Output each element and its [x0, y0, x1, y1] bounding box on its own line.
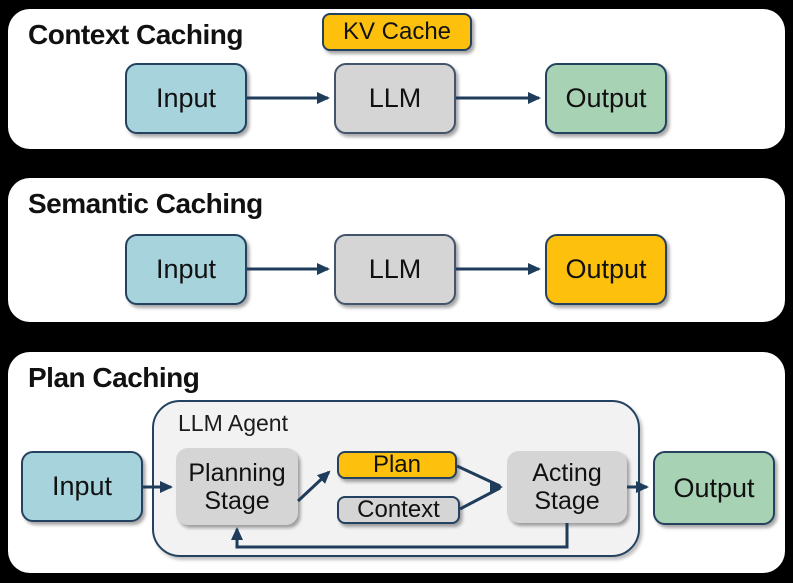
- context-node: Context: [337, 496, 460, 524]
- panel-title-plan-caching: Plan Caching: [28, 362, 200, 393]
- planning-stage-node: Planning Stage: [176, 448, 298, 525]
- acting-stage-node: Acting Stage: [507, 451, 627, 523]
- panel-plan-caching: Plan Caching LLM Agent Input Planning St…: [8, 352, 785, 573]
- output-node: Output: [653, 451, 775, 525]
- llm-agent-label: LLM Agent: [178, 410, 288, 436]
- input-node: Input: [125, 63, 247, 134]
- panel-title-context-caching: Context Caching: [28, 19, 243, 50]
- panel-semantic-caching: Semantic Caching Input LLM Output: [8, 178, 785, 322]
- output-node: Output: [545, 234, 667, 305]
- plan-node: Plan: [337, 451, 457, 479]
- output-node: Output: [545, 63, 667, 134]
- input-node: Input: [21, 451, 143, 522]
- llm-node: LLM: [334, 234, 456, 305]
- input-node: Input: [125, 234, 247, 305]
- panel-context-caching: Context Caching KV Cache Input LLM Outpu…: [8, 9, 785, 149]
- llm-node: LLM: [334, 63, 456, 134]
- panel-title-semantic-caching: Semantic Caching: [28, 188, 263, 219]
- kv-cache-node: KV Cache: [322, 13, 472, 51]
